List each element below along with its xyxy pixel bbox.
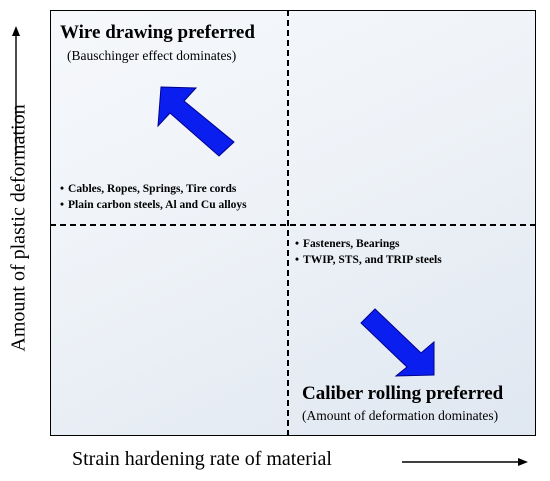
top-left-bullet: Cables, Ropes, Springs, Tire cords — [60, 181, 247, 197]
vertical-divider — [287, 10, 289, 436]
x-axis-label: Strain hardening rate of material — [72, 448, 332, 470]
y-axis-label: Amount of plastic deformation — [7, 104, 30, 352]
bottom-right-title: Caliber rolling preferred — [302, 383, 504, 404]
down-right-arrow-icon — [360, 308, 435, 377]
bottom-right-bullet-list: Fasteners, Bearings TWIP, STS, and TRIP … — [295, 236, 442, 268]
bottom-right-bullet: Fasteners, Bearings — [295, 236, 442, 252]
horizontal-divider — [50, 224, 536, 226]
top-left-bullet: Plain carbon steels, Al and Cu alloys — [60, 197, 247, 213]
y-axis-arrow-icon — [12, 26, 20, 36]
quadrant-frame — [50, 10, 536, 436]
up-left-arrow-icon — [157, 86, 235, 157]
x-axis-arrow-icon — [518, 458, 528, 466]
top-left-bullet-list: Cables, Ropes, Springs, Tire cords Plain… — [60, 181, 247, 213]
top-left-title: Wire drawing preferred — [60, 22, 255, 43]
bottom-right-bullet: TWIP, STS, and TRIP steels — [295, 252, 442, 268]
bottom-right-subtitle: (Amount of deformation dominates) — [302, 408, 499, 423]
top-left-subtitle: (Bauschinger effect dominates) — [67, 48, 237, 63]
